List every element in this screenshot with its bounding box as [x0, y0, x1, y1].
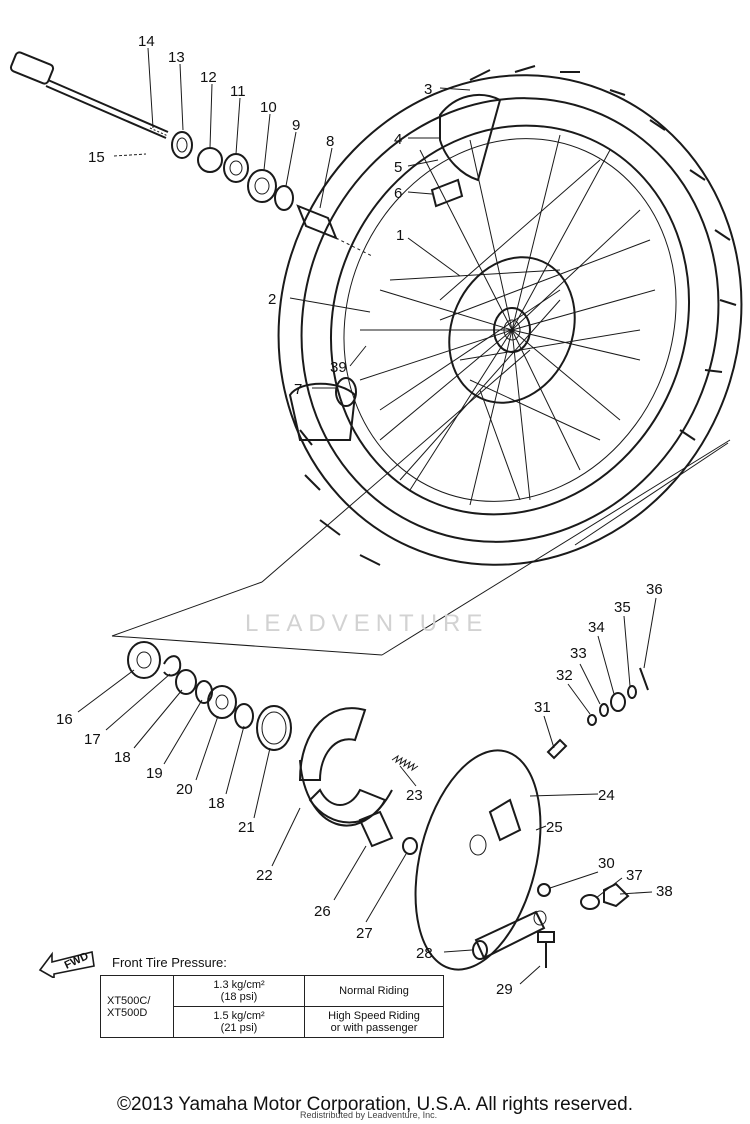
callout-2: 2 — [268, 291, 276, 308]
fwd-arrow-icon — [38, 951, 95, 978]
callout-18b: 18 — [208, 795, 225, 812]
callout-11: 11 — [230, 83, 246, 100]
callout-35: 35 — [614, 599, 631, 616]
callout-31: 31 — [534, 699, 551, 716]
callout-33: 33 — [570, 645, 587, 662]
callout-32: 32 — [556, 667, 573, 684]
riding-condition-line-2: or with passenger — [330, 1022, 418, 1034]
callout-39: 39 — [330, 359, 347, 376]
callout-36: 36 — [646, 581, 663, 598]
pressure-value-kg: 1.3 kg/cm² — [213, 979, 265, 991]
callout-25: 25 — [546, 819, 563, 836]
pressure-value-cell: 1.5 kg/cm² (21 psi) — [173, 1006, 305, 1038]
hub-left-bearings — [171, 131, 373, 257]
callout-22: 22 — [256, 867, 273, 884]
brake-assembly-parts — [127, 641, 649, 971]
redistributed-note: Redistributed by Leadventure, Inc. — [300, 1110, 438, 1120]
callout-13: 13 — [168, 49, 185, 66]
projection-lines — [111, 349, 731, 656]
pressure-value-psi: (21 psi) — [220, 1022, 258, 1034]
callout-14: 14 — [138, 33, 155, 50]
riding-condition-cell: Normal Riding — [304, 975, 444, 1007]
callout-24: 24 — [598, 787, 615, 804]
callout-21: 21 — [238, 819, 255, 836]
callout-6: 6 — [394, 185, 402, 202]
callout-37: 37 — [626, 867, 643, 884]
table-row: 1.5 kg/cm² (21 psi) High Speed Riding or… — [101, 1006, 444, 1038]
pressure-value-psi: (18 psi) — [220, 991, 258, 1003]
callout-9: 9 — [292, 117, 300, 134]
callout-34: 34 — [588, 619, 605, 636]
callout-26: 26 — [314, 903, 331, 920]
callout-29: 29 — [496, 981, 513, 998]
table-row: XT500C/ XT500D 1.3 kg/cm² (18 psi) Norma… — [100, 975, 444, 1038]
callout-38: 38 — [656, 883, 673, 900]
callout-1: 1 — [396, 227, 404, 244]
callout-8: 8 — [326, 133, 334, 150]
callout-28: 28 — [416, 945, 433, 962]
callout-16: 16 — [56, 711, 73, 728]
callout-19: 19 — [146, 765, 163, 782]
callout-15: 15 — [88, 149, 105, 166]
model-line-1: XT500C/ — [107, 994, 151, 1007]
callout-10: 10 — [260, 99, 277, 116]
model-line-2: XT500D — [107, 1006, 148, 1019]
riding-condition-line-1: Normal Riding — [339, 985, 409, 997]
copyright-text: ©2013 Yamaha Motor Corporation, U.S.A. A… — [117, 1094, 633, 1115]
callout-18a: 18 — [114, 749, 131, 766]
axle-part — [9, 51, 169, 139]
callout-27: 27 — [356, 925, 373, 942]
tire-pressure-table: XT500C/ XT500D 1.3 kg/cm² (18 psi) Norma… — [100, 975, 444, 1038]
callout-17: 17 — [84, 731, 101, 748]
callout-5: 5 — [394, 159, 402, 176]
front-wheel — [277, 65, 743, 566]
callout-4: 4 — [394, 131, 402, 148]
tire-pressure-title: Front Tire Pressure: — [112, 955, 227, 970]
pressure-value-kg: 1.5 kg/cm² — [213, 1010, 265, 1022]
watermark-text: LEADVENTURE — [245, 610, 489, 637]
model-cell: XT500C/ XT500D — [100, 975, 174, 1038]
callout-23: 23 — [406, 787, 423, 804]
pressure-value-cell: 1.3 kg/cm² (18 psi) — [173, 975, 305, 1007]
callout-12: 12 — [200, 69, 217, 86]
leader-lines — [77, 47, 657, 985]
callout-3: 3 — [424, 81, 432, 98]
riding-condition-line-1: High Speed Riding — [328, 1010, 420, 1022]
callout-labels: 14 13 12 11 10 9 8 15 3 4 5 6 1 2 39 7 1… — [56, 33, 673, 998]
riding-condition-cell: High Speed Riding or with passenger — [304, 1006, 444, 1038]
callout-30: 30 — [598, 855, 615, 872]
callout-7: 7 — [294, 381, 302, 398]
callout-20: 20 — [176, 781, 193, 798]
